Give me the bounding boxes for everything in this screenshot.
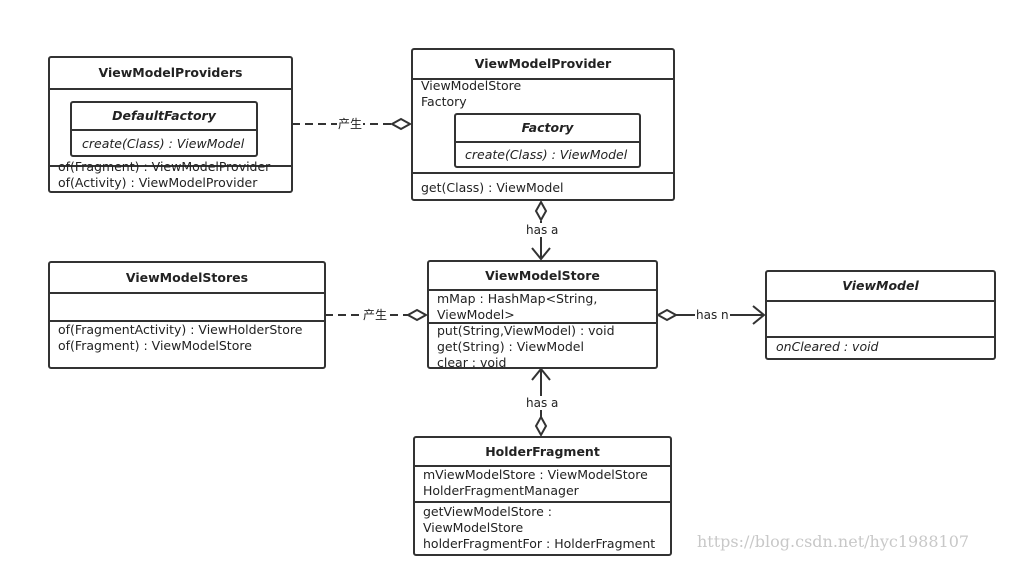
method: put(String,ViewModel) : void [437, 323, 615, 338]
method: get(String) : ViewModel [437, 339, 584, 354]
class-name: ViewModelStore [429, 262, 656, 291]
aggregation-diamond [655, 308, 679, 322]
method: onCleared : void [776, 339, 879, 354]
class-name: ViewModelProvider [413, 50, 673, 80]
attribute: mViewModelStore : ViewModelStore [423, 467, 648, 482]
relation-label: has a [525, 223, 560, 237]
watermark: https://blog.csdn.net/hyc1988107 [697, 532, 970, 551]
attribute: HolderFragmentManager [423, 483, 579, 498]
divider [413, 172, 673, 174]
attribute: mMap : HashMap<String, [437, 291, 598, 306]
relation-label: has a [525, 396, 560, 410]
attribute: Factory [421, 94, 467, 109]
aggregation-diamond [405, 308, 429, 322]
divider [767, 336, 994, 338]
method: of(FragmentActivity) : ViewHolderStore [58, 322, 303, 337]
class-viewmodelstore: ViewModelStore mMap : HashMap<String, Vi… [427, 260, 658, 370]
divider [50, 165, 291, 167]
class-viewmodelprovider: ViewModelProvider ViewModelStore Factory… [411, 48, 675, 201]
aggregation-diamond [534, 199, 548, 223]
method: ViewModelStore [423, 520, 524, 535]
arrow-head [531, 367, 551, 381]
divider [415, 501, 670, 503]
method: create(Class) : ViewModel [465, 147, 628, 162]
attribute: ViewModelStore [421, 78, 522, 93]
method: getViewModelStore : [423, 504, 552, 519]
class-name: ViewModelProviders [50, 58, 291, 90]
attribute: ViewModel> [437, 307, 515, 322]
method: of(Fragment) : ViewModelProvider [58, 159, 271, 174]
class-defaultfactory: DefaultFactory create(Class) : ViewModel [70, 101, 258, 157]
method: create(Class) : ViewModel [82, 136, 245, 151]
divider [50, 320, 324, 322]
method: clear : void [437, 355, 507, 370]
aggregation-diamond [534, 414, 548, 438]
method: get(Class) : ViewModel [421, 180, 564, 195]
class-name: Factory [456, 115, 639, 143]
class-viewmodelproviders: ViewModelProviders DefaultFactory create… [48, 56, 293, 193]
relation-label: 产生 [337, 117, 364, 131]
class-name: ViewModelStores [50, 263, 324, 294]
class-factory: Factory create(Class) : ViewModel [454, 113, 641, 168]
class-name: DefaultFactory [72, 103, 256, 131]
method: holderFragmentFor : HolderFragment [423, 536, 656, 551]
relation-label: has n [695, 308, 730, 322]
method: of(Fragment) : ViewModelStore [58, 338, 252, 353]
relation-label: 产生 [362, 308, 389, 322]
method: of(Activity) : ViewModelProvider [58, 175, 258, 190]
aggregation-diamond [389, 117, 413, 131]
arrow-head [752, 305, 766, 325]
class-viewmodelstores: ViewModelStores of(FragmentActivity) : V… [48, 261, 326, 369]
arrow-head [531, 247, 551, 261]
class-viewmodel: ViewModel onCleared : void [765, 270, 996, 360]
class-name: ViewModel [767, 272, 994, 302]
class-holderfragment: HolderFragment mViewModelStore : ViewMod… [413, 436, 672, 556]
divider [429, 322, 656, 324]
class-name: HolderFragment [415, 438, 670, 467]
